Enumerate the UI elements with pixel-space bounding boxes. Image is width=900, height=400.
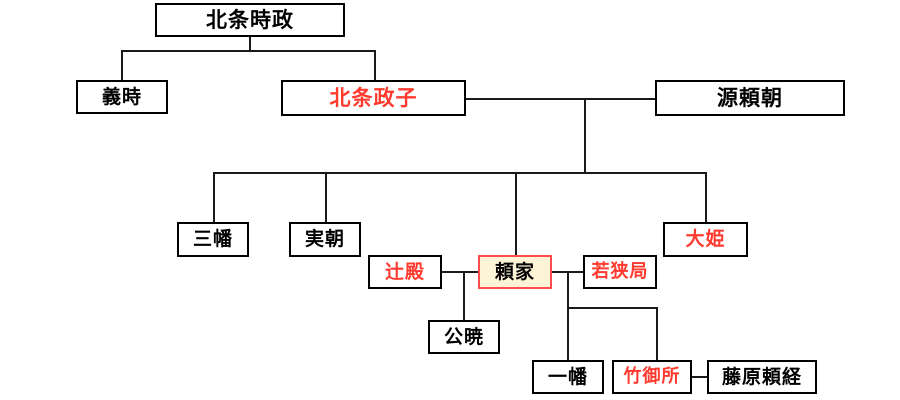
connector-children-bus (213, 172, 706, 174)
node-tokimasa: 北条時政 (155, 3, 345, 37)
connector-drop-sanetomo (325, 172, 327, 222)
connector-drop-wakasa-stem (567, 271, 569, 307)
node-yoshitoki: 義時 (76, 80, 168, 114)
connector-drop-ichiman (567, 307, 569, 360)
connector-drop-yoriie (515, 172, 517, 255)
node-ichiman: 一幡 (532, 360, 604, 394)
connector-marriage-take-yoritsune (692, 376, 707, 378)
node-yoriie: 頼家 (478, 255, 552, 289)
node-kugyo: 公暁 (428, 320, 500, 354)
connector-tokimasa-stem (249, 37, 251, 50)
node-wakasanotsubone: 若狭局 (583, 255, 657, 289)
node-sanman: 三幡 (177, 222, 249, 257)
node-masako: 北条政子 (281, 80, 466, 116)
connector-drop-masako (374, 50, 376, 80)
connector-drop-ohime (705, 172, 707, 222)
node-ohime: 大姫 (663, 222, 748, 257)
connector-drop-kugyo-stem (463, 271, 465, 320)
connector-tokimasa-bus (121, 50, 376, 52)
node-yoritomo: 源頼朝 (655, 80, 845, 116)
connector-drop-children-stem (584, 98, 586, 172)
connector-marriage-masako-yoritomo (466, 98, 655, 100)
node-sanetomo: 実朝 (289, 222, 361, 257)
connector-drop-sanman (213, 172, 215, 222)
node-takenogosho: 竹御所 (612, 360, 692, 394)
connector-drop-takenogosho (656, 307, 658, 360)
node-yoritsune: 藤原頼経 (707, 360, 817, 394)
node-tsujidono: 辻殿 (368, 255, 442, 289)
connector-marriage-tsujidono-yoriie (442, 271, 478, 273)
connector-drop-yoshitoki (121, 50, 123, 80)
connector-yoriie-children-bus (567, 307, 658, 309)
